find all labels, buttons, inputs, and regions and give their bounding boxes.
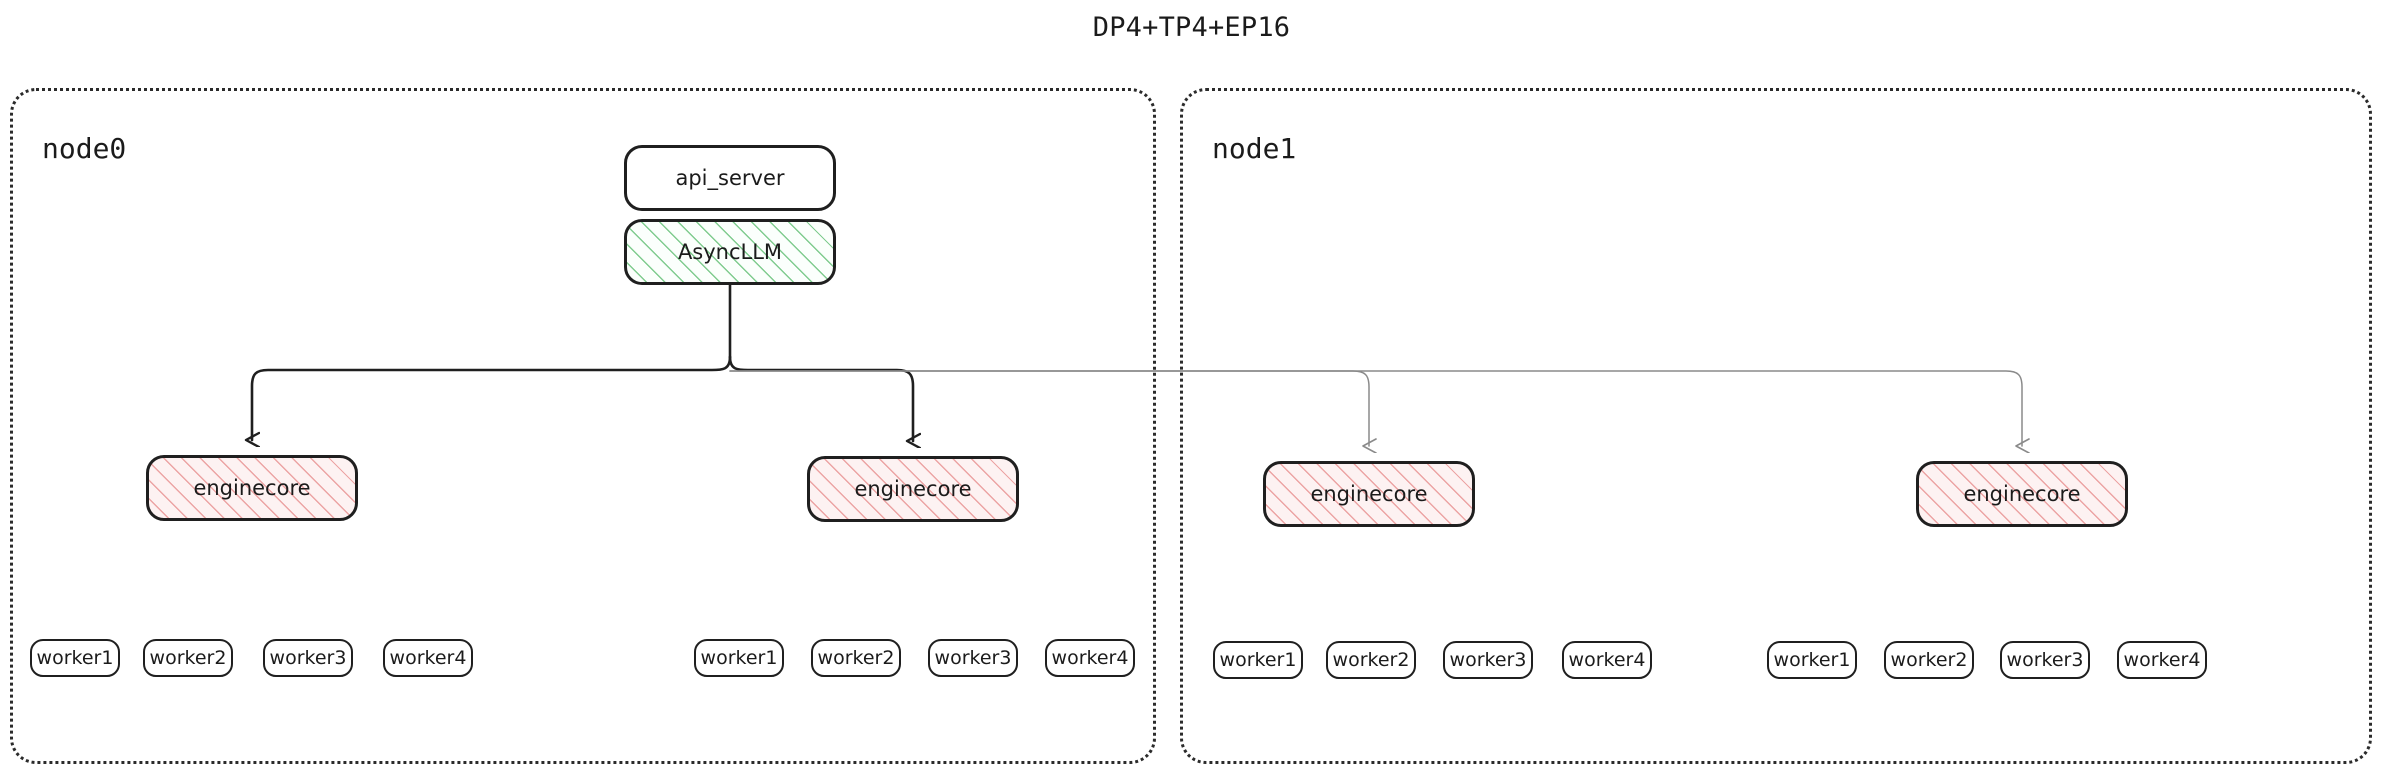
worker-box[interactable]: worker4 bbox=[1045, 639, 1135, 677]
worker-box[interactable]: worker1 bbox=[1767, 641, 1857, 679]
worker-box[interactable]: worker3 bbox=[1443, 641, 1533, 679]
worker-box[interactable]: worker3 bbox=[263, 639, 353, 677]
node-cluster-node1-label: node1 bbox=[1212, 132, 1297, 165]
node-cluster-node1 bbox=[1180, 88, 2372, 764]
worker-box[interactable]: worker2 bbox=[1884, 641, 1974, 679]
worker-box[interactable]: worker4 bbox=[2117, 641, 2207, 679]
worker-box[interactable]: worker1 bbox=[694, 639, 784, 677]
worker-box[interactable]: worker2 bbox=[1326, 641, 1416, 679]
enginecore-box[interactable]: enginecore bbox=[1263, 461, 1475, 527]
enginecore-box[interactable]: enginecore bbox=[1916, 461, 2128, 527]
enginecore-box[interactable]: enginecore bbox=[146, 455, 358, 521]
node-cluster-node0 bbox=[10, 88, 1156, 764]
node-cluster-node0-label: node0 bbox=[42, 132, 127, 165]
worker-box[interactable]: worker1 bbox=[1213, 641, 1303, 679]
enginecore-box[interactable]: enginecore bbox=[807, 456, 1019, 522]
worker-box[interactable]: worker4 bbox=[1562, 641, 1652, 679]
worker-box[interactable]: worker1 bbox=[30, 639, 120, 677]
api-server-box[interactable]: api_server bbox=[624, 145, 836, 211]
worker-box[interactable]: worker3 bbox=[928, 639, 1018, 677]
page-title: DP4+TP4+EP16 bbox=[1092, 12, 1291, 43]
async-llm-box[interactable]: AsyncLLM bbox=[624, 219, 836, 285]
worker-box[interactable]: worker3 bbox=[2000, 641, 2090, 679]
worker-box[interactable]: worker2 bbox=[811, 639, 901, 677]
worker-box[interactable]: worker4 bbox=[383, 639, 473, 677]
worker-box[interactable]: worker2 bbox=[143, 639, 233, 677]
